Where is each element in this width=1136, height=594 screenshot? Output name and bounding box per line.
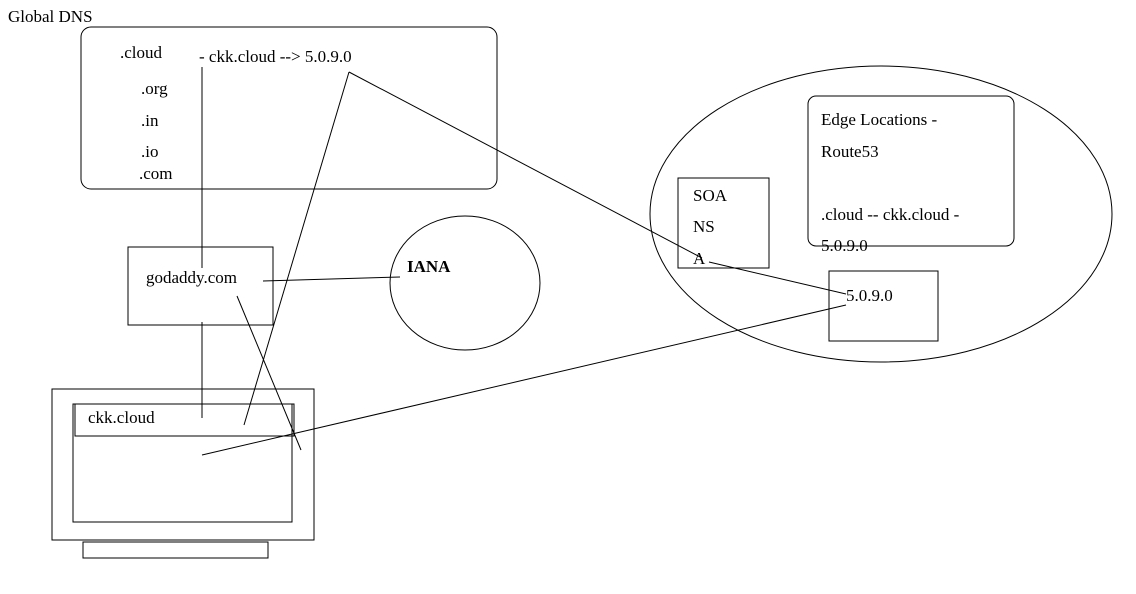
- tld-record: - ckk.cloud --> 5.0.9.0: [199, 47, 352, 66]
- record-a: A: [693, 249, 706, 268]
- registrar-box: [127, 246, 274, 326]
- browser-address-bar: [74, 403, 295, 437]
- tld-org: .org: [141, 79, 168, 98]
- ip-label: 5.0.9.0: [846, 286, 893, 305]
- route53-ellipse: [649, 65, 1113, 363]
- diagram-title: Global DNS: [8, 7, 93, 26]
- mapping-line2: 5.0.9.0: [821, 236, 868, 255]
- tld-io: .io: [141, 142, 158, 161]
- iana-ellipse: [389, 215, 541, 351]
- monitor-frame: [51, 388, 315, 541]
- browser-address-text: ckk.cloud: [88, 408, 155, 427]
- connector-a-record-ip: [708, 261, 847, 295]
- connector-browser-record: [243, 71, 350, 426]
- monitor-base: [82, 541, 269, 559]
- edge-line2: Route53: [821, 142, 879, 161]
- edge-locations-box: [807, 95, 1015, 247]
- connector-registrar-monitor: [236, 295, 302, 451]
- mapping-line1: .cloud -- ckk.cloud -: [821, 205, 960, 224]
- connector-record-route53: [348, 71, 703, 259]
- connector-registrar-iana: [262, 276, 401, 282]
- tld-com: .com: [139, 164, 173, 183]
- tld-cloud: .cloud: [120, 43, 163, 62]
- connector-browser-ip: [201, 304, 847, 456]
- records-box: [677, 177, 770, 269]
- record-soa: SOA: [693, 186, 728, 205]
- registrar-label: godaddy.com: [146, 268, 237, 287]
- tld-box: [80, 26, 498, 190]
- record-ns: NS: [693, 217, 715, 236]
- edge-line1: Edge Locations -: [821, 110, 937, 129]
- ip-box: [828, 270, 939, 342]
- tld-in: .in: [141, 111, 159, 130]
- iana-label: IANA: [407, 257, 451, 276]
